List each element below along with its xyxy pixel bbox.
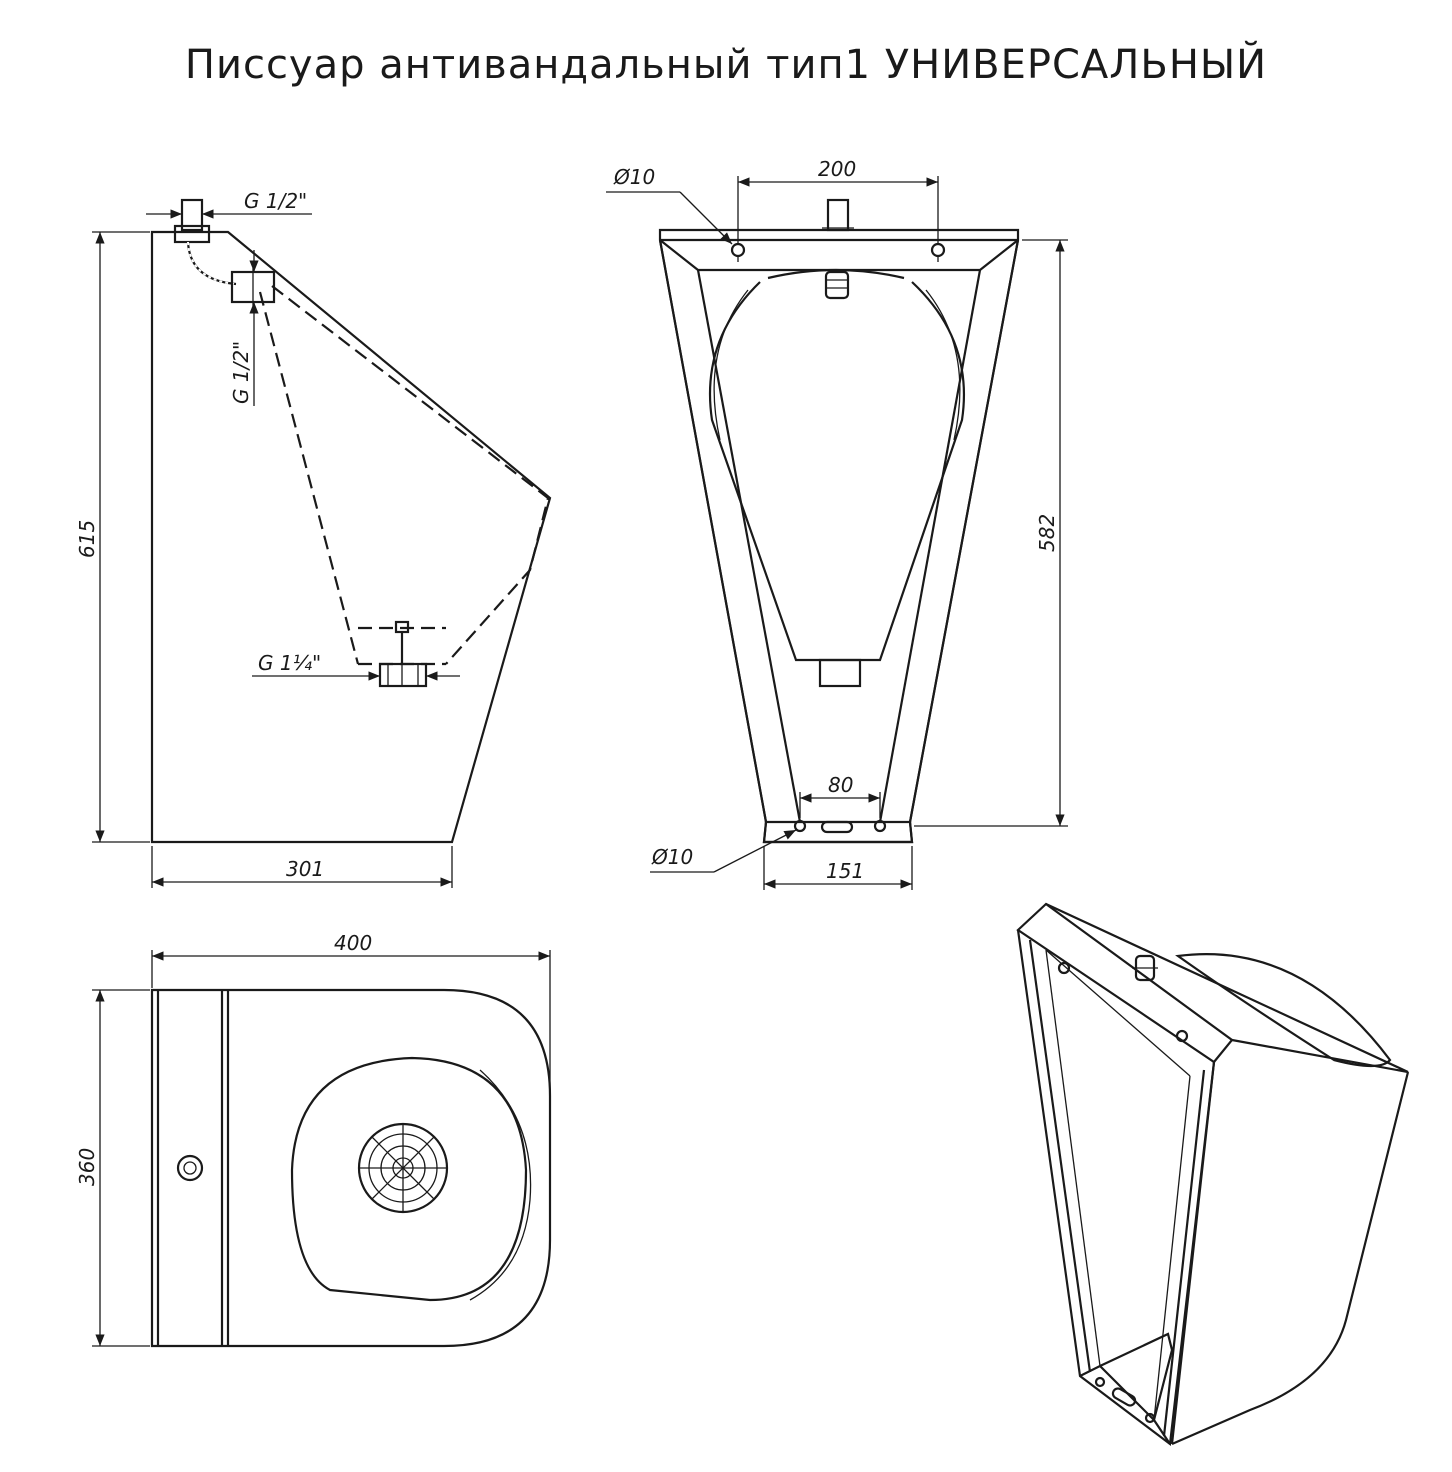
side-height-label: 615 [75,520,99,558]
isometric-view [1016,902,1410,1447]
side-width-label: 301 [286,857,324,881]
top-depth-label: 360 [75,1148,99,1186]
drawing-title: Писсуар антивандальный тип1 УНИВЕРСАЛЬНЫ… [184,42,1268,88]
top-view: 400 360 [75,931,552,1348]
side-view: G 1/2" G 1/2" G 1¼" 615 301 [75,189,552,888]
front-bottom-hole-label: Ø10 [651,845,693,869]
front-top-spacing-label: 200 [818,157,856,181]
front-bottom-spacing-label: 80 [828,773,853,797]
front-top-hole-label: Ø10 [613,165,655,189]
side-inlet-side-label: G 1/2" [229,341,253,404]
top-width-label: 400 [334,931,372,955]
side-inlet-top-label: G 1/2" [244,189,307,213]
side-drain-label: G 1¼" [258,651,321,675]
front-bottom-width-label: 151 [826,859,864,883]
front-height-label: 582 [1035,514,1059,552]
front-view: 200 Ø10 582 80 Ø10 151 [606,157,1068,890]
